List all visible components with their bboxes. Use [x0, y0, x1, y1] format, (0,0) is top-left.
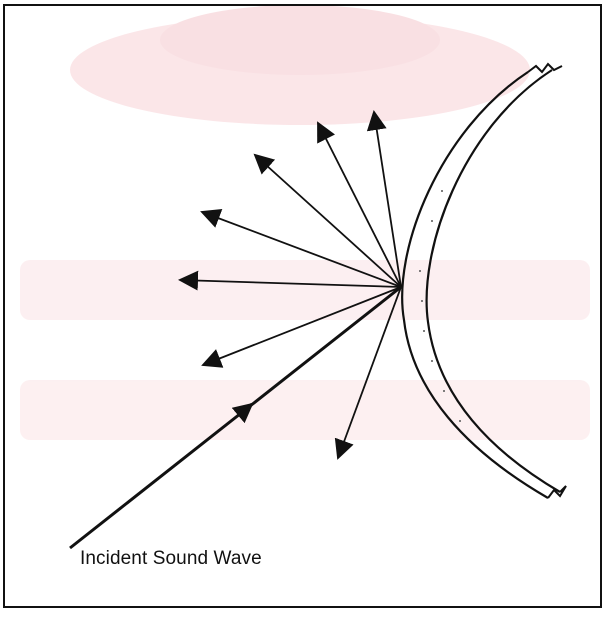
figure-border	[3, 4, 602, 608]
incident-sound-wave-label: Incident Sound Wave	[80, 548, 262, 570]
